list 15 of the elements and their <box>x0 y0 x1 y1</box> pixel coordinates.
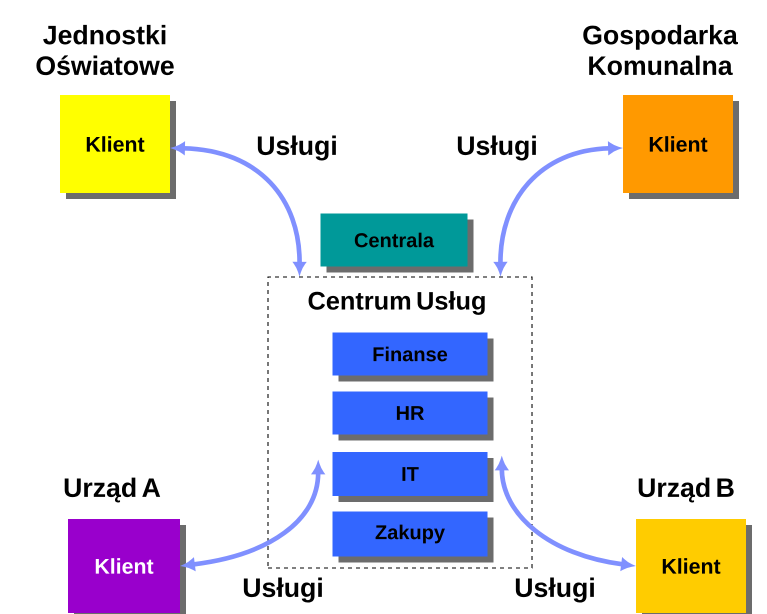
edge-label: Usługi <box>240 576 326 604</box>
shadowed-box: Klient <box>68 519 186 614</box>
heading: Gospodarka Komunalna <box>583 24 738 76</box>
shadowed-box: Centrala <box>320 214 474 272</box>
shadowed-box: IT <box>332 452 494 502</box>
heading: Urząd A <box>64 478 160 502</box>
shadowed-box: Klient <box>636 519 752 614</box>
edge-label: Usługi <box>454 134 540 162</box>
edge-label: Usługi <box>512 576 598 604</box>
shadowed-box: HR <box>332 392 494 440</box>
heading: Jednostki Oświatowe <box>36 24 174 76</box>
edge-label: Usługi <box>254 134 340 162</box>
shadowed-box: Zakupy <box>332 512 494 562</box>
shadowed-box: Finanse <box>332 332 494 382</box>
heading: Urząd B <box>638 478 734 502</box>
